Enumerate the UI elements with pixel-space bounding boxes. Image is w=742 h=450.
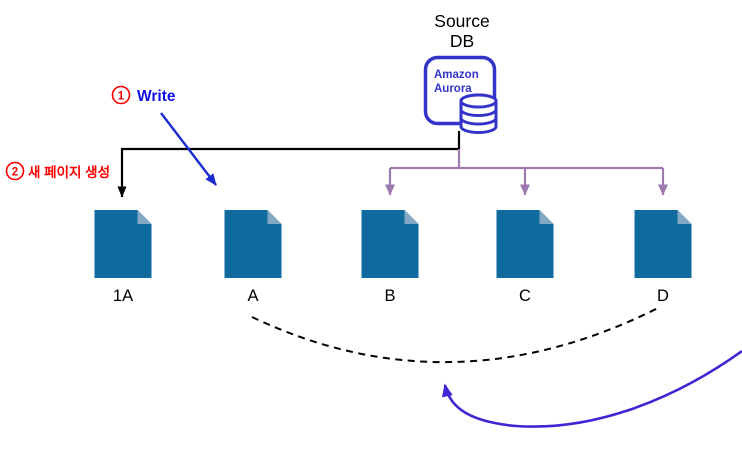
source-db-title-line2: DB [450, 31, 474, 51]
page-1a-label: 1A [113, 287, 133, 305]
document-fold-icon [267, 210, 282, 224]
dashed-arc [251, 306, 661, 364]
step2-new-page-annotation: 2 새 페이지 생성 [5, 161, 110, 181]
new-page-arrow [117, 131, 461, 198]
aurora-label-line1: Amazon [434, 69, 479, 81]
page-a-label: A [247, 287, 258, 305]
step2-circle-icon [5, 161, 25, 181]
page-b-label: B [384, 287, 395, 305]
document-fold-icon [677, 210, 692, 224]
step1-write-annotation: 1 Write [111, 85, 217, 186]
step1-circle-icon [111, 85, 131, 105]
document-icon [496, 210, 554, 278]
write-arrow [160, 112, 217, 186]
loopback-curve-arrow [441, 349, 742, 428]
step1-number: 1 [118, 91, 125, 103]
page-c-label: C [519, 287, 531, 305]
source-db-title-line1: Source [434, 11, 489, 31]
document-icon [224, 210, 282, 278]
step2-number: 2 [12, 167, 18, 179]
document-fold-icon [137, 210, 152, 224]
document-fold-icon [539, 210, 554, 224]
database-cylinder-icon [459, 93, 498, 134]
document-icon [634, 210, 692, 278]
document-fold-icon [404, 210, 419, 224]
step2-label: 새 페이지 생성 [28, 164, 110, 180]
amazon-aurora-icon: Amazon Aurora [423, 55, 498, 134]
page-b [361, 210, 419, 278]
page-c [496, 210, 554, 278]
document-icon [361, 210, 419, 278]
page-d-label: D [657, 287, 669, 305]
document-icon [94, 210, 152, 278]
page-a [224, 210, 282, 278]
replication-arrows [385, 149, 668, 196]
aurora-label-line2: Aurora [434, 83, 472, 95]
page-1a [94, 210, 152, 278]
step1-label: Write [137, 88, 176, 105]
page-d [634, 210, 692, 278]
